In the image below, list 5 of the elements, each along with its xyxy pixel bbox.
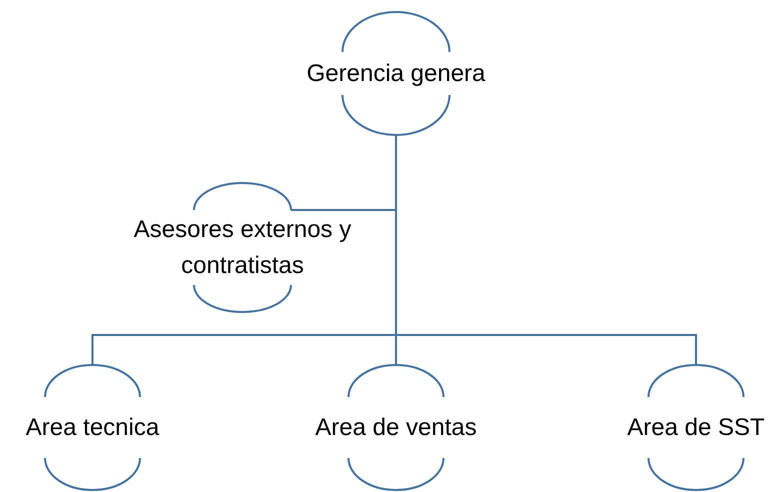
node-label: Gerencia genera — [306, 58, 486, 88]
node-label: Area de ventas — [314, 412, 478, 442]
node-label: Asesores externos y contratistas — [132, 214, 352, 280]
node-label: Area de SST — [626, 412, 766, 442]
node-label: Area tecnica — [24, 412, 160, 442]
